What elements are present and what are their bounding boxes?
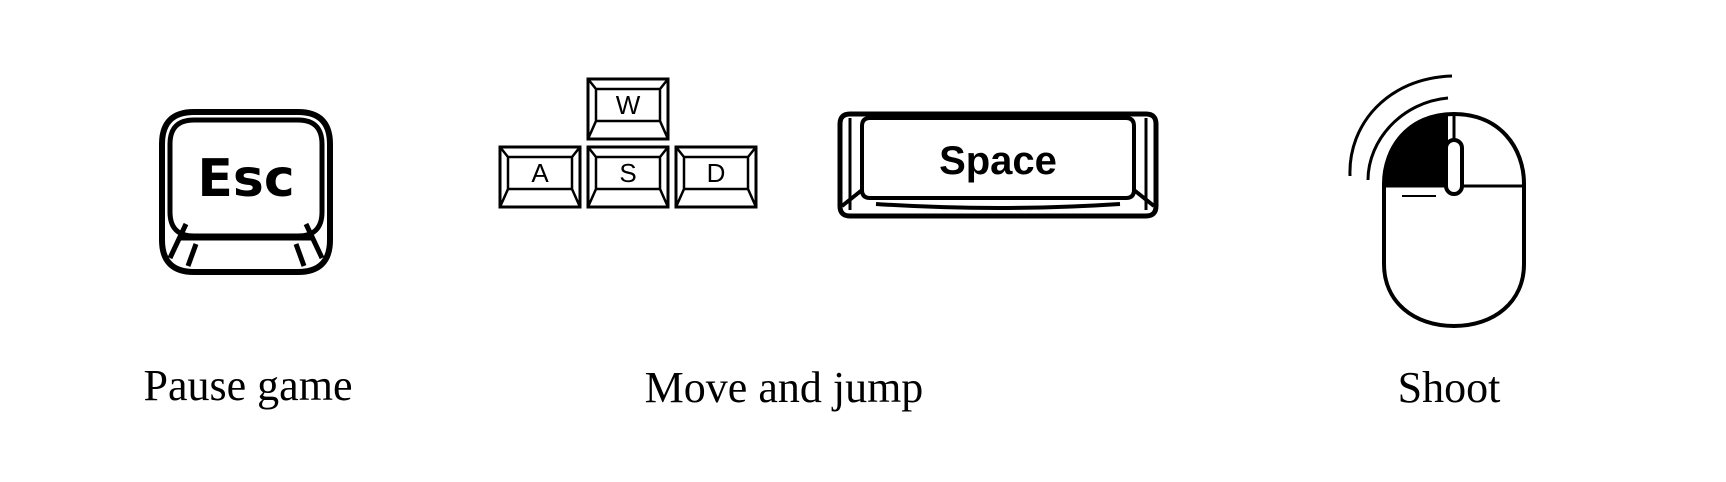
d-key-label: D <box>707 158 726 188</box>
shoot-label: Shoot <box>1397 363 1501 412</box>
w-key-label: W <box>616 90 641 120</box>
w-key-icon: W <box>586 77 670 141</box>
wasd-keys-icon: W A S D <box>498 77 758 209</box>
space-key-icon: Space <box>837 111 1159 219</box>
esc-key-label: Esc <box>197 149 294 209</box>
d-key-icon: D <box>674 145 758 209</box>
esc-key-icon: Esc <box>159 109 333 275</box>
a-key-label: A <box>531 158 549 188</box>
s-key-label: S <box>619 158 636 188</box>
pause-game-label: Pause game <box>143 361 353 410</box>
space-key-label: Space <box>939 139 1057 183</box>
a-key-icon: A <box>498 145 582 209</box>
mouse-left-click-icon <box>1348 74 1526 329</box>
move-and-jump-label: Move and jump <box>644 363 924 412</box>
s-key-icon: S <box>586 145 670 209</box>
